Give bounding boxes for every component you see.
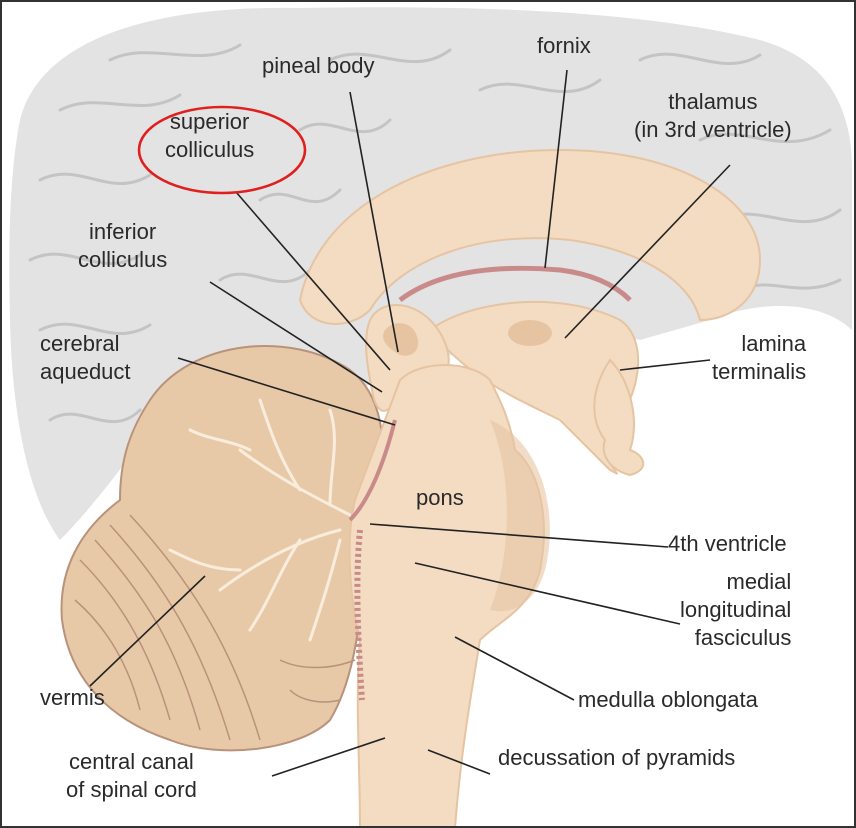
label-decussation-of-pyramids: decussation of pyramids (498, 744, 735, 772)
label-fornix: fornix (537, 32, 591, 60)
label-superior-colliculus: superior colliculus (165, 108, 254, 164)
label-pons: pons (416, 484, 464, 512)
label-medulla-oblongata: medulla oblongata (578, 686, 758, 714)
interthalamic-adhesion (508, 320, 552, 346)
label-cerebral-aqueduct: cerebral aqueduct (40, 330, 131, 386)
label-pineal-body: pineal body (262, 52, 375, 80)
label-inferior-colliculus: inferior colliculus (78, 218, 167, 274)
label-fourth-ventricle: 4th ventricle (668, 530, 787, 558)
label-thalamus: thalamus (in 3rd ventricle) (634, 88, 792, 144)
label-medial-longitudinal-fasciculus: medial longitudinal fasciculus (680, 568, 791, 652)
label-lamina-terminalis: lamina terminalis (712, 330, 806, 386)
label-central-canal: central canal of spinal cord (66, 748, 197, 804)
label-vermis: vermis (40, 684, 105, 712)
